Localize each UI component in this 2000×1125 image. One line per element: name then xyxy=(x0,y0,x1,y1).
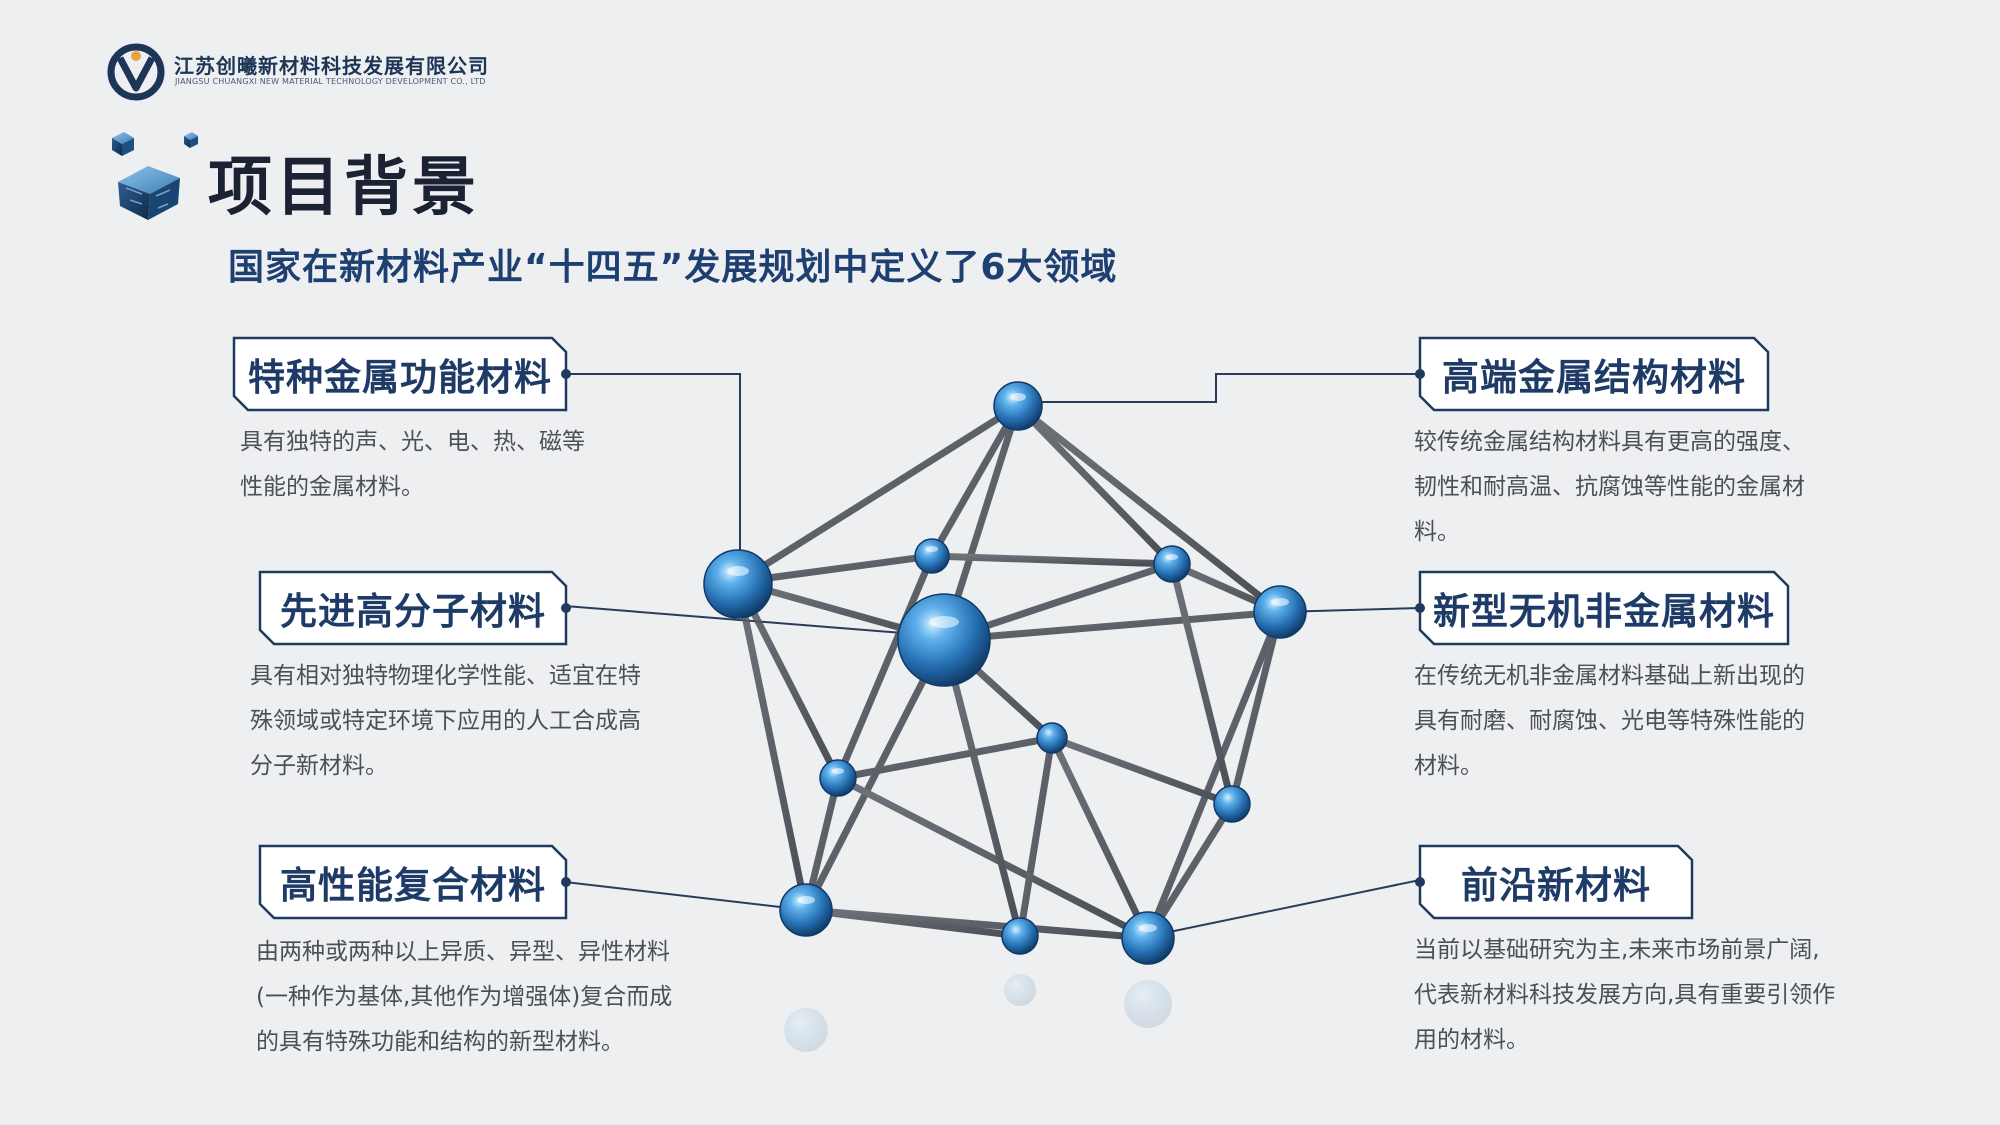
category-description: 在传统无机非金属材料基础上新出现的 具有耐磨、耐腐蚀、光电等特殊性能的 材料。 xyxy=(1414,654,1874,789)
network-nodes xyxy=(703,381,1307,965)
page-title: 项目背景 xyxy=(208,151,480,225)
company-logo-icon xyxy=(107,43,165,101)
desc-line: 代表新材料科技发展方向,具有重要引领作 xyxy=(1414,982,1836,1008)
category-title-box: 前沿新材料 xyxy=(1415,844,1694,920)
desc-line: 材料。 xyxy=(1414,753,1483,779)
company-name-en: JIANGSU CHUANGXI NEW MATERIAL TECHNOLOGY… xyxy=(175,77,486,86)
desc-line: 分子新材料。 xyxy=(250,753,388,779)
connector-lines xyxy=(564,373,1421,937)
desc-line: 韧性和耐高温、抗腐蚀等性能的金属材 xyxy=(1414,474,1805,500)
desc-line: 具有耐磨、耐腐蚀、光电等特殊性能的 xyxy=(1414,708,1805,734)
cube-icon xyxy=(112,132,198,220)
desc-line: 用的材料。 xyxy=(1414,1027,1529,1053)
desc-line: 当前以基础研究为主,未来市场前景广阔, xyxy=(1414,937,1820,963)
desc-line: 料。 xyxy=(1414,519,1460,545)
category-title: 前沿新材料 xyxy=(1461,864,1651,907)
category-description: 由两种或两种以上异质、异型、异性材料 (一种作为基体,其他作为增强体)复合而成 … xyxy=(256,930,736,1065)
desc-line: 具有独特的声、光、电、热、磁等 xyxy=(240,429,585,455)
category-title-box: 高性能复合材料 xyxy=(258,844,571,920)
desc-line: 的具有特殊功能和结构的新型材料。 xyxy=(256,1029,624,1055)
category-title: 高端金属结构材料 xyxy=(1442,356,1746,399)
category-title-box: 特种金属功能材料 xyxy=(232,336,571,412)
desc-line: 性能的金属材料。 xyxy=(240,474,424,500)
category-title-box: 高端金属结构材料 xyxy=(1415,336,1770,412)
desc-line: 殊领域或特定环境下应用的人工合成高 xyxy=(250,708,641,734)
desc-line: 较传统金属结构材料具有更高的强度、 xyxy=(1414,429,1805,455)
node-highlights xyxy=(727,393,1289,932)
category-description: 具有独特的声、光、电、热、磁等 性能的金属材料。 xyxy=(240,420,680,510)
company-name: 江苏创曦新材料科技发展有限公司 xyxy=(174,54,489,78)
desc-line: 具有相对独特物理化学性能、适宜在特 xyxy=(250,663,641,689)
category-title: 特种金属功能材料 xyxy=(248,356,552,399)
network-reflection xyxy=(784,974,1172,1052)
desc-line: (一种作为基体,其他作为增强体)复合而成 xyxy=(256,984,673,1010)
category-title-box: 新型无机非金属材料 xyxy=(1415,570,1790,646)
page-subtitle: 国家在新材料产业“十四五”发展规划中定义了6大领域 xyxy=(228,247,1118,288)
category-title-box: 先进高分子材料 xyxy=(258,570,571,646)
category-title: 高性能复合材料 xyxy=(280,864,546,907)
category-title: 新型无机非金属材料 xyxy=(1433,590,1775,633)
category-description: 具有相对独特物理化学性能、适宜在特 殊领域或特定环境下应用的人工合成高 分子新材… xyxy=(250,654,710,789)
network-edges xyxy=(734,402,1284,942)
desc-line: 由两种或两种以上异质、异型、异性材料 xyxy=(256,939,670,965)
category-description: 较传统金属结构材料具有更高的强度、 韧性和耐高温、抗腐蚀等性能的金属材 料。 xyxy=(1414,420,1874,555)
category-description: 当前以基础研究为主,未来市场前景广阔, 代表新材料科技发展方向,具有重要引领作 … xyxy=(1414,928,1914,1063)
category-title: 先进高分子材料 xyxy=(280,590,546,633)
desc-line: 在传统无机非金属材料基础上新出现的 xyxy=(1414,663,1805,689)
